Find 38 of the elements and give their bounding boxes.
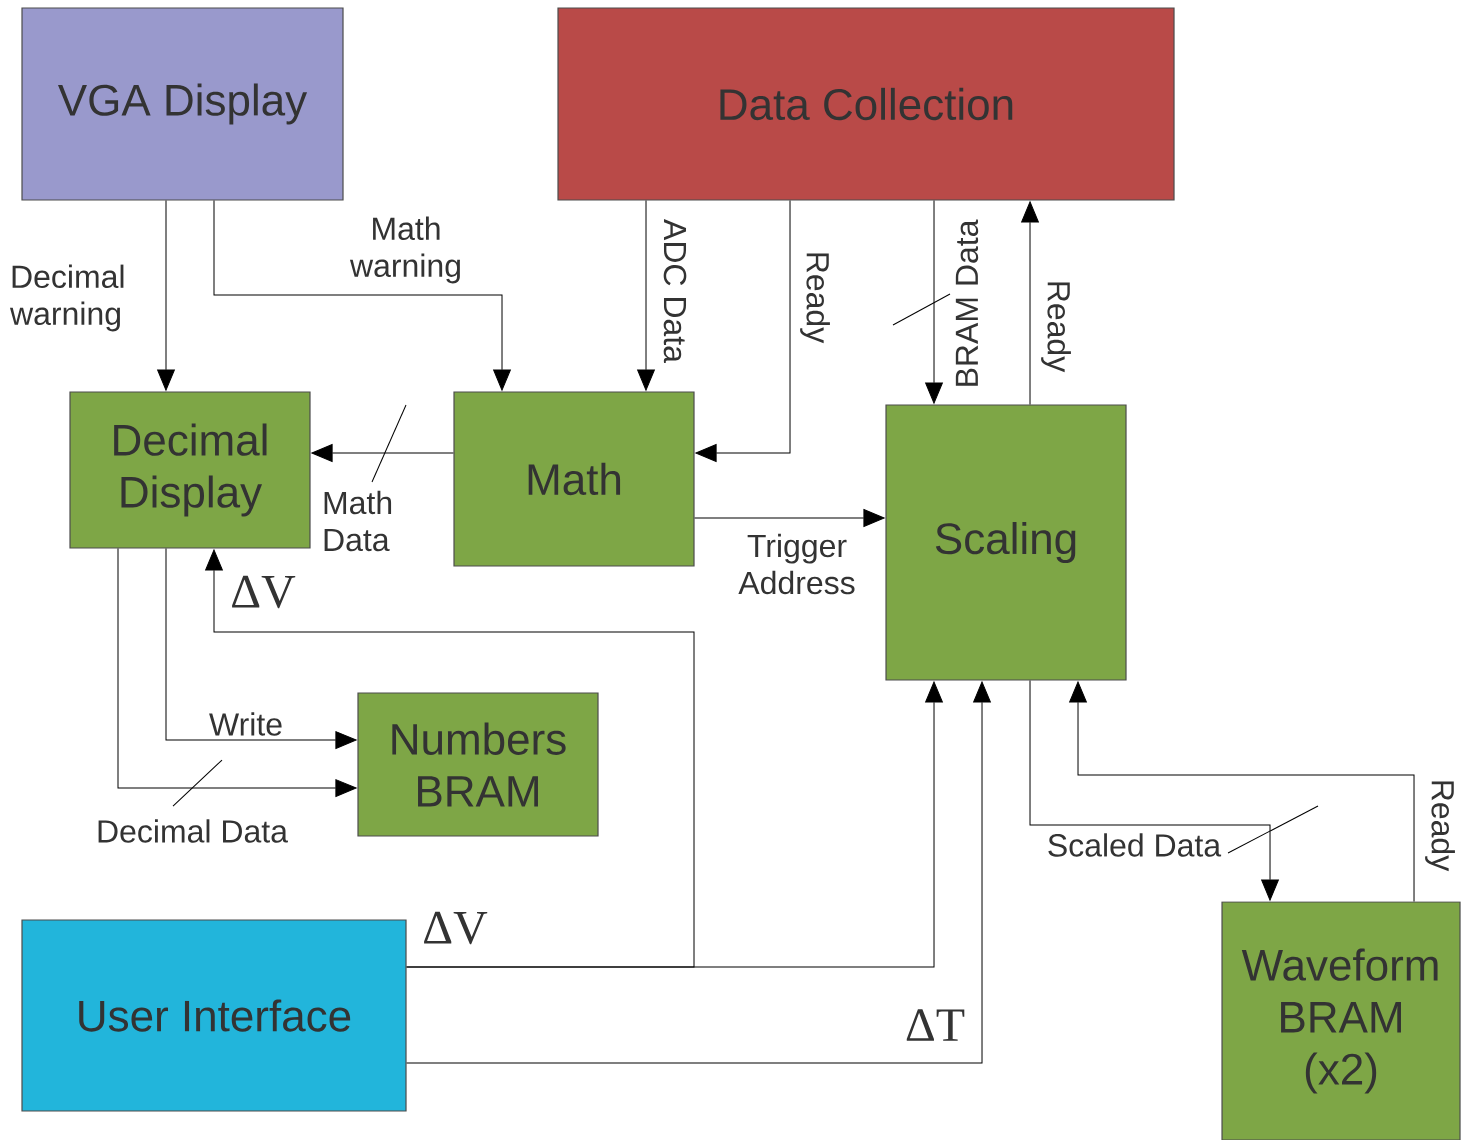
process-box: Decimal Display [69, 391, 311, 549]
arrow [694, 509, 885, 527]
process-box: VGA Display [21, 7, 344, 201]
arrow [925, 200, 943, 404]
edge-label: Scaled Data [1048, 833, 1222, 857]
arrow [1029, 680, 1279, 901]
arrow [205, 549, 695, 968]
arrow [406, 681, 991, 1064]
edge-label: ADC Data [663, 219, 687, 363]
arrow [117, 548, 357, 797]
edge-label: Ready [1425, 781, 1455, 872]
process-box: User Interface [21, 919, 407, 1112]
edge-label: Write [209, 712, 282, 736]
edge-label: Math warning [349, 216, 460, 284]
arrow [1069, 681, 1415, 902]
process-box: Waveform BRAM (x2) [1221, 901, 1461, 1140]
arrow [637, 200, 655, 391]
process-box: Numbers BRAM [357, 692, 599, 837]
edge-label: Decimal Data [98, 819, 288, 843]
edge-label: Ready [1041, 282, 1071, 373]
process-box: Data Collection [557, 7, 1175, 201]
arrow [157, 200, 175, 391]
arrow [165, 548, 357, 749]
edge-label: ΔV [424, 911, 488, 945]
edge-label: Math Data [324, 490, 392, 552]
edge-label: Decimal warning [9, 264, 124, 332]
arrow [406, 681, 943, 968]
edge-label: ΔV [232, 575, 296, 609]
edge-label: ΔT [906, 1009, 965, 1041]
edge-label: Trigger Address [738, 533, 855, 595]
arrow [1021, 201, 1039, 405]
process-box: Scaling [885, 404, 1127, 681]
arrow [695, 200, 791, 462]
process-box: Math [453, 391, 695, 567]
arrow [311, 444, 454, 462]
edge-label: BRAM Data [955, 219, 979, 386]
edge-label: Ready [800, 253, 830, 344]
arrow [213, 200, 511, 391]
